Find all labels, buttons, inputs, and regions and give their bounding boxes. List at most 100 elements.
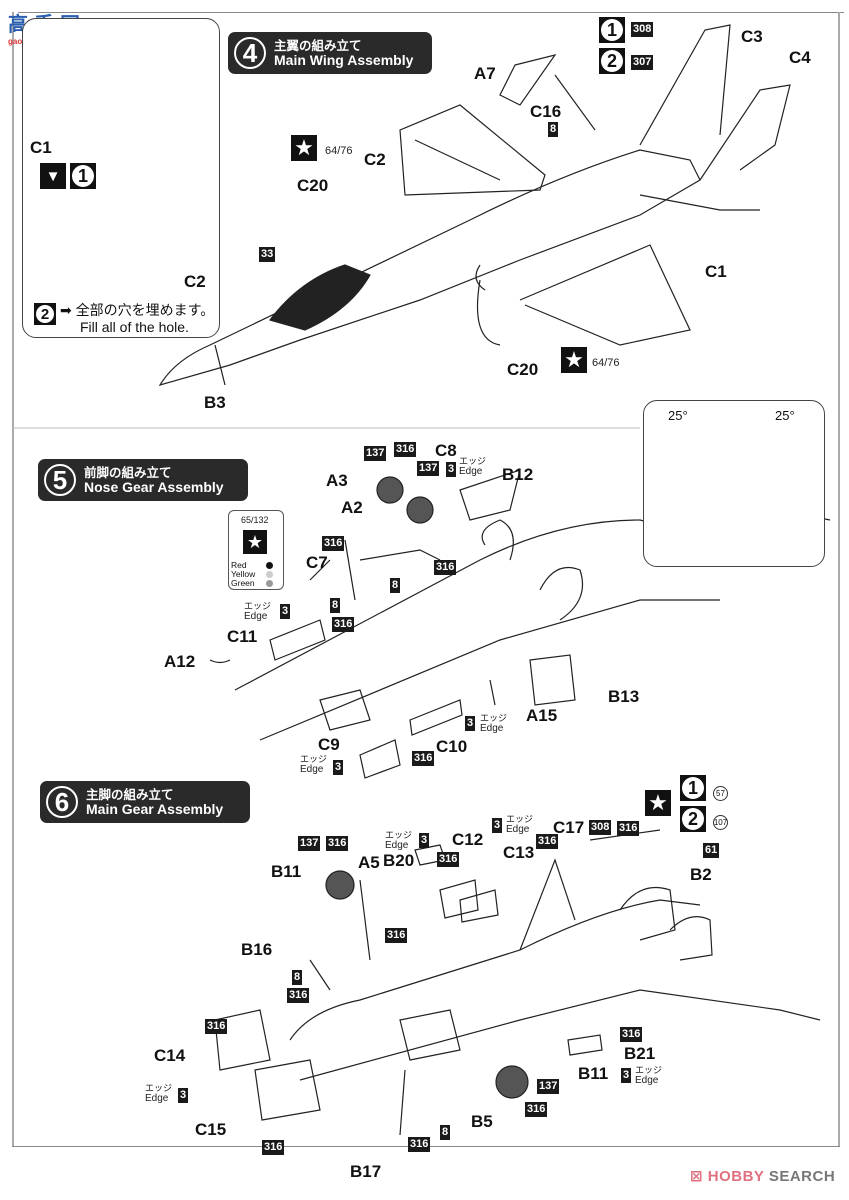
- step-1-icon: 1: [70, 163, 96, 189]
- part-label-b3: B3: [204, 393, 226, 412]
- paint-code: 8: [440, 1125, 451, 1140]
- variant-1-icon: 1: [599, 17, 625, 43]
- arrow-right-icon: ➡: [60, 303, 72, 319]
- part-label-c2: C2: [364, 150, 386, 169]
- paint-code: 316: [437, 852, 460, 867]
- decal-star-icon: ★: [645, 790, 671, 816]
- red-light-dot: [266, 562, 273, 569]
- paint-code: 316: [287, 988, 310, 1003]
- step-2-icon: 2: [34, 303, 56, 325]
- edge-code: 3: [333, 760, 344, 775]
- step-title-jp: 主翼の組み立て: [274, 38, 362, 53]
- edge-code: 3: [465, 716, 476, 731]
- paint-code: 33: [259, 247, 276, 262]
- legend-green: Green: [231, 578, 255, 588]
- hobby-search-watermark: ⊠ HOBBY SEARCH: [690, 1168, 836, 1185]
- edge-code: 3: [280, 604, 291, 619]
- paint-code: 316: [536, 834, 559, 849]
- fuselage-drawing-step4: [158, 24, 791, 386]
- part-label-c20: C20: [297, 176, 329, 195]
- paint-code: 316: [617, 821, 640, 836]
- paint-code: 316: [412, 751, 435, 766]
- paint-code: 316: [326, 836, 349, 851]
- part-label-b11: B11: [578, 1064, 609, 1083]
- paint-code: 316: [385, 928, 408, 943]
- angle-right: 25°: [775, 408, 795, 423]
- wheel-a3: [376, 476, 404, 504]
- paint-code: 308: [631, 22, 654, 37]
- part-label-c11: C11: [227, 627, 258, 646]
- part-label-b5: B5: [471, 1112, 493, 1131]
- part-label-a15: A15: [526, 706, 558, 725]
- part-label-c10: C10: [436, 737, 468, 756]
- step-title-en: Main Gear Assembly: [86, 801, 224, 817]
- legend-red: Red: [231, 560, 247, 570]
- variant-1-icon: 1: [680, 775, 706, 801]
- drill-hole-icon: ▼: [40, 163, 66, 189]
- part-label-c7: C7: [306, 553, 328, 572]
- part-label-c13: C13: [503, 843, 535, 862]
- part-label-c1: C1: [705, 262, 727, 281]
- page-border: [838, 12, 840, 1147]
- edge-code: 3: [446, 462, 457, 477]
- paint-code: 316: [394, 442, 417, 457]
- part-label-c14: C14: [154, 1046, 186, 1065]
- edge-code: 3: [621, 1068, 632, 1083]
- edge-code: 3: [419, 833, 430, 848]
- part-label-b13: B13: [608, 687, 640, 706]
- paint-code: 8: [330, 598, 341, 613]
- decal-number: 65/132: [241, 515, 269, 525]
- paint-code: 61: [703, 843, 720, 858]
- step-title-jp: 主脚の組み立て: [86, 787, 174, 802]
- angle-left: 25°: [668, 408, 688, 423]
- part-label-b17: B17: [350, 1162, 382, 1181]
- wheel-b11: [325, 870, 355, 900]
- page-border: [12, 12, 14, 1147]
- part-label-c1: C1: [30, 138, 52, 157]
- step-number: 6: [46, 786, 78, 818]
- part-label-b12: B12: [502, 465, 534, 484]
- step-number: 5: [44, 464, 76, 496]
- paint-code: 8: [548, 122, 559, 137]
- paint-code: 308: [589, 820, 612, 835]
- step-title-en: Nose Gear Assembly: [84, 479, 224, 495]
- part-label-c15: C15: [195, 1120, 227, 1139]
- paint-code: 8: [390, 578, 401, 593]
- step-number: 4: [234, 37, 266, 69]
- part-label-c20: C20: [507, 360, 539, 379]
- legend-yellow: Yellow: [231, 569, 256, 579]
- fill-holes-note: ➡ 全部の穴を埋めます。 Fill all of the hole.: [60, 302, 214, 335]
- green-light-dot: [266, 580, 273, 587]
- step-4-header: 4 主翼の組み立て Main Wing Assembly: [228, 32, 432, 74]
- paint-code: 316: [408, 1137, 431, 1152]
- paint-code: 316: [205, 1019, 228, 1034]
- paint-code: 137: [537, 1079, 560, 1094]
- page-border: [18, 12, 844, 13]
- angle-inset: [643, 400, 825, 567]
- wheel-a2: [406, 496, 434, 524]
- decal-star-icon: ★: [243, 530, 267, 554]
- part-label-b21: B21: [624, 1044, 656, 1063]
- part-label-c4: C4: [789, 48, 811, 67]
- part-label-a5: A5: [358, 853, 380, 872]
- note-en: Fill all of the hole.: [80, 319, 189, 335]
- paint-code: 137: [417, 461, 440, 476]
- part-label-c17: C17: [553, 818, 585, 837]
- part-label-c3: C3: [741, 27, 763, 46]
- part-label-b20: B20: [383, 851, 415, 870]
- decal-number: 64/76: [325, 145, 353, 157]
- paint-code: 137: [298, 836, 321, 851]
- paint-code: 316: [434, 560, 457, 575]
- step-6-header: 6 主脚の組み立て Main Gear Assembly: [40, 781, 250, 823]
- wheel-b11-right: [495, 1065, 529, 1099]
- part-label-a12: A12: [164, 652, 196, 671]
- paint-code: 8: [292, 970, 303, 985]
- part-label-b16: B16: [241, 940, 273, 959]
- yellow-light-dot: [266, 571, 273, 578]
- part-label-c9: C9: [318, 735, 340, 754]
